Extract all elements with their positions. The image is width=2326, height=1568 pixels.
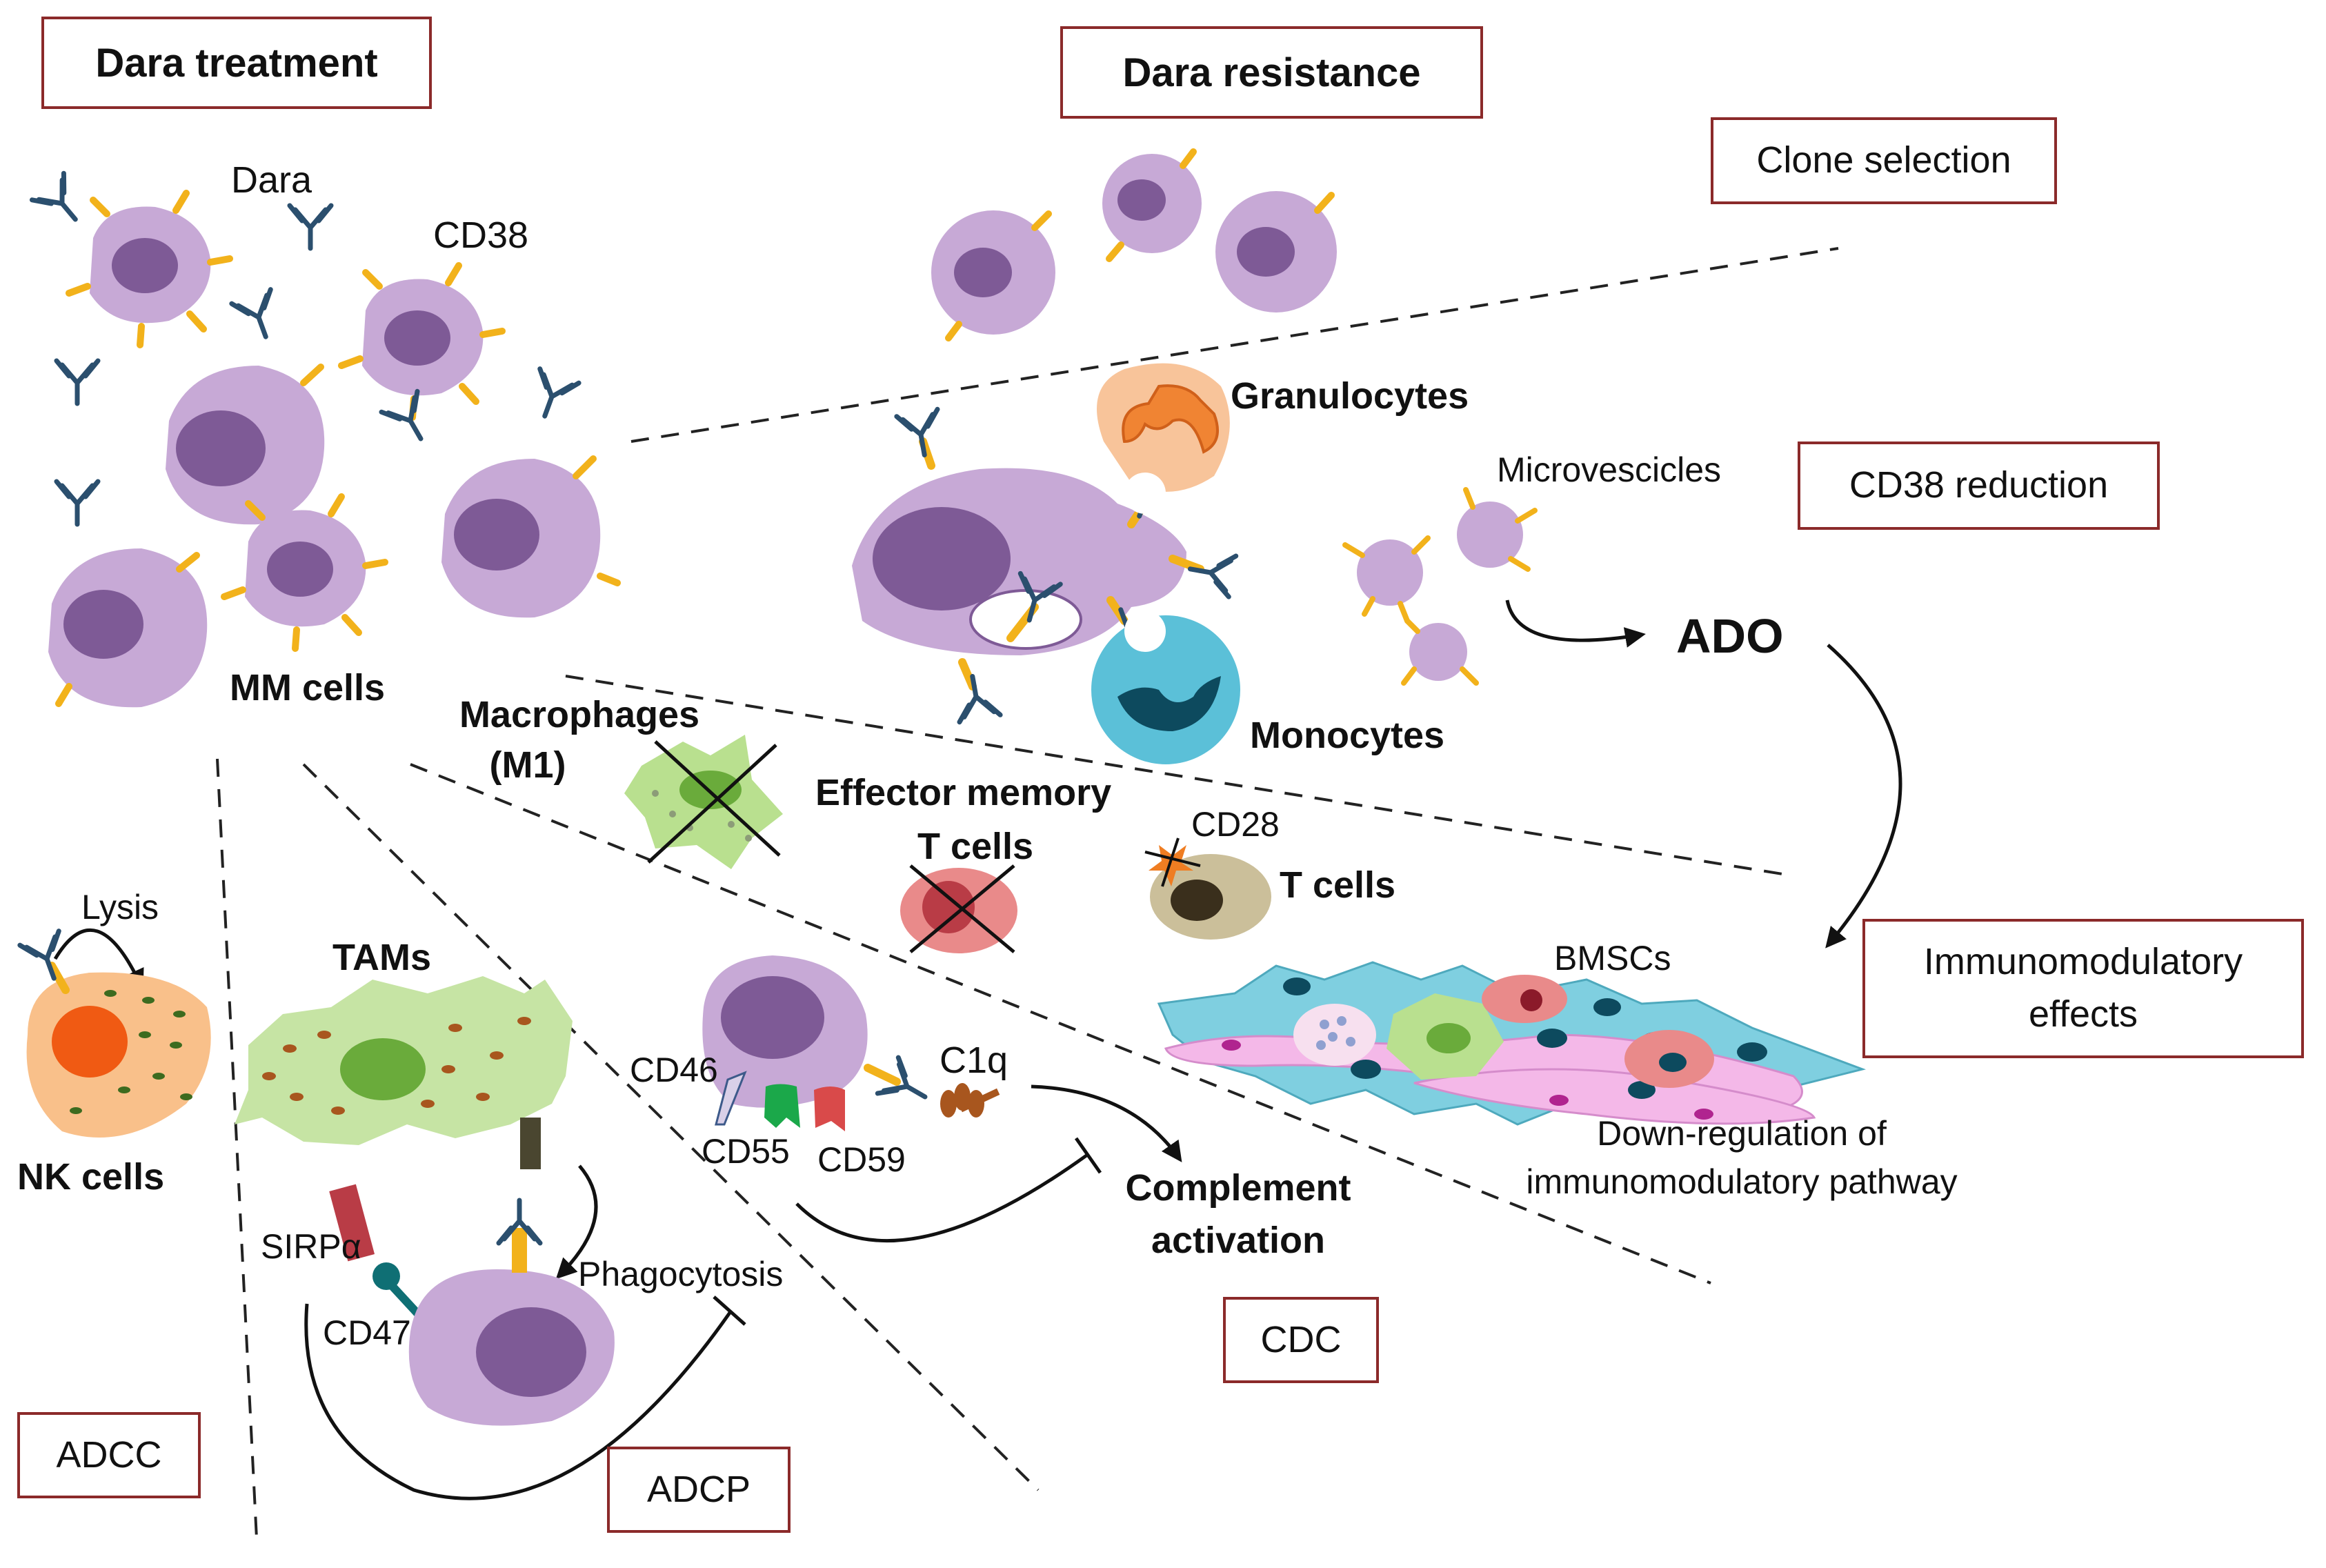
trogocytosis-scene [852, 363, 1240, 764]
divider-lines [216, 247, 1839, 1539]
label-macrophages: Macrophages (M1) [452, 690, 707, 791]
label-box-immunomodulatory: Immunomodulatory effects [1862, 919, 2304, 1058]
label-cd55: CD55 [702, 1132, 790, 1171]
mm-cell [66, 190, 233, 348]
label-microvesicles: Microvescicles [1497, 450, 1722, 489]
mm-cell [1215, 191, 1337, 312]
mm-cell [48, 548, 208, 708]
inhibit-phagocytosis [304, 1303, 733, 1500]
label-effector-memory: Effector memory [815, 772, 1112, 813]
label-nk-cells: NK cells [17, 1156, 165, 1198]
label-ado: ADO [1676, 609, 1784, 663]
arrow-lysis [53, 928, 144, 991]
microvesicles [1342, 487, 1538, 686]
arrows [53, 599, 1902, 1500]
mm-cell-cdc [702, 955, 1000, 1131]
mm-cell [338, 262, 506, 421]
label-mm-cells: MM cells [230, 667, 386, 708]
t-cell-cd28 [1144, 837, 1271, 940]
label-sirpa: SIRPα [261, 1227, 361, 1266]
label-granulocytes: Granulocytes [1231, 375, 1469, 417]
label-downregulation: Down-regulation of immunomodulatory path… [1493, 1109, 1990, 1206]
mm-cell [221, 493, 388, 652]
label-lysis: Lysis [81, 888, 159, 926]
label-cd47: CD47 [323, 1313, 411, 1352]
label-complement-activation: Complement activation [1100, 1162, 1376, 1267]
label-box-cdc: CDC [1223, 1297, 1379, 1383]
complement-line1: Complement [1125, 1167, 1351, 1209]
downregulation-line1: Down-regulation of [1597, 1114, 1887, 1153]
label-monocytes: Monocytes [1250, 715, 1445, 756]
header-dara-treatment: Dara treatment [41, 17, 432, 109]
mm-cell-adcp [408, 1200, 615, 1426]
mm-cell [931, 210, 1055, 341]
mm-cell-group-clone [931, 148, 1337, 341]
label-box-adcc: ADCC [17, 1412, 201, 1498]
monocyte [1091, 611, 1240, 764]
complement-line2: activation [1151, 1219, 1326, 1261]
mm-cell [1102, 148, 1202, 262]
label-tams: TAMs [332, 937, 431, 978]
bmsc-stroma [1157, 961, 1867, 1126]
downregulation-line2: immunomodulatory pathway [1526, 1162, 1958, 1201]
label-box-cd38-reduction: CD38 reduction [1798, 441, 2160, 530]
label-effector-t-cells: T cells [917, 826, 1034, 867]
label-cd28: CD28 [1191, 805, 1280, 844]
arrow-phagocytosis [555, 1164, 598, 1280]
label-phagocytosis: Phagocytosis [578, 1255, 784, 1293]
effector-t-cell [900, 864, 1017, 953]
granulocyte [1097, 363, 1230, 514]
label-box-clone-selection: Clone selection [1711, 117, 2057, 204]
label-c1q: C1q [940, 1040, 1008, 1081]
divider-immuno [410, 763, 1711, 1284]
mm-cell-group-treatment [48, 190, 621, 708]
arrow-complement [1031, 1084, 1182, 1162]
arrow-to-ado [1505, 599, 1646, 648]
immunomodulatory-line2: effects [2028, 993, 2138, 1035]
label-cd38: CD38 [433, 215, 529, 256]
macrophages-line2: (M1) [489, 744, 566, 786]
divider-cdc [302, 763, 1040, 1491]
mm-cell [441, 455, 621, 618]
label-bmscs: BMSCs [1554, 939, 1671, 977]
label-cd46: CD46 [630, 1051, 718, 1089]
tam [235, 976, 573, 1328]
label-cd59: CD59 [817, 1140, 906, 1179]
divider-cd38 [565, 675, 1787, 876]
arrow-ado-to-immuno [1825, 644, 1902, 949]
macrophage-m1 [624, 735, 783, 869]
label-box-adcp: ADCP [607, 1447, 791, 1533]
nk-cell [20, 931, 211, 1138]
macrophages-line1: Macrophages [459, 694, 700, 735]
header-dara-resistance: Dara resistance [1060, 26, 1483, 119]
divider-adcc [216, 758, 258, 1539]
label-dara: Dara [231, 159, 312, 201]
label-t-cells: T cells [1280, 864, 1396, 906]
mm-cell [166, 364, 325, 525]
inhibit-complement [795, 1153, 1088, 1243]
immunomodulatory-line1: Immunomodulatory [1923, 941, 2243, 983]
divider-clone [630, 247, 1839, 443]
